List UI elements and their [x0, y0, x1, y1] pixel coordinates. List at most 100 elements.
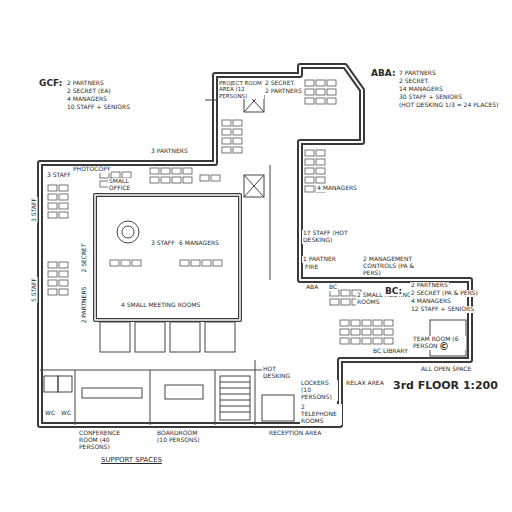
- desk: [384, 329, 393, 335]
- desk: [161, 168, 170, 174]
- room-label: SMALL OFFICE: [108, 178, 140, 192]
- desk: [110, 260, 119, 266]
- desk: [373, 338, 382, 344]
- desk: [305, 98, 314, 104]
- desk: [59, 262, 68, 268]
- room-label: GCF:: [38, 78, 63, 88]
- plan-title: 3rd FLOOR 1:200: [392, 380, 499, 393]
- desk: [183, 177, 192, 183]
- room-label: 2 SECRET (PA & PERS): [410, 290, 479, 297]
- desk: [172, 168, 181, 174]
- desk: [316, 89, 325, 95]
- room-label: BOARDROOM (10 PERSONS): [156, 430, 206, 444]
- desk: [341, 290, 350, 296]
- room-label: HOT DESKING: [262, 366, 298, 380]
- room-label: (HOT DESKING 1/3 = 24 PLACES): [398, 102, 499, 109]
- desk: [172, 177, 181, 183]
- room-label: 7 PARTNERS: [398, 70, 437, 77]
- room-label: 1 PARTNER: [302, 256, 337, 263]
- room-label: CONFERENCE ROOM (40 PERSONS): [78, 430, 136, 451]
- desk: [316, 150, 325, 156]
- desk: [351, 338, 360, 344]
- room-label: RELAX AREA: [345, 380, 385, 387]
- desk: [384, 320, 393, 326]
- room-label: 4 MANAGERS: [66, 96, 108, 103]
- desk: [305, 80, 314, 86]
- room-label: WC: [60, 410, 72, 417]
- desk: [362, 320, 371, 326]
- room-label: 12 STAFF + SENIORS: [410, 306, 475, 313]
- desk: [373, 329, 382, 335]
- desk: [340, 329, 349, 335]
- desk: [327, 80, 336, 86]
- desk: [121, 260, 130, 266]
- room-label: 2 SECRET.: [398, 78, 430, 85]
- room-label: 17 STAFF (HOT DESKING): [302, 230, 350, 244]
- room-label: PROJECT ROOM AREA (12 PERSONS): [218, 80, 264, 99]
- room-label: ABA: [305, 284, 319, 291]
- desk: [213, 260, 222, 266]
- room-label: LOCKERS (10 PERSONS): [300, 380, 338, 401]
- desk: [233, 138, 242, 144]
- desk: [222, 120, 231, 126]
- desk: [373, 320, 382, 326]
- atrium: [95, 195, 240, 320]
- desk: [59, 203, 68, 209]
- desk: [330, 299, 339, 305]
- desk: [340, 338, 349, 344]
- desk: [305, 177, 314, 183]
- desk: [305, 168, 314, 174]
- desk: [48, 271, 57, 277]
- room-label: 4 MANAGERS: [410, 298, 452, 305]
- desk: [59, 185, 68, 191]
- desk: [191, 260, 200, 266]
- room-label: 3 STAFF: [31, 197, 38, 223]
- room-label: 3 STAFF: [150, 240, 176, 247]
- stair: [220, 376, 250, 420]
- lift: [244, 175, 264, 197]
- room-label: RECEPTION AREA: [268, 430, 322, 437]
- meeting-room: [100, 322, 130, 352]
- room-label: 4 MANAGERS: [316, 185, 358, 192]
- room-label: 5 STAFF: [31, 277, 38, 303]
- room-label: PHOTOCOPY: [72, 166, 111, 173]
- boardroom-table: [165, 385, 203, 399]
- desk: [202, 260, 211, 266]
- desk: [211, 175, 220, 181]
- desk: [233, 120, 242, 126]
- desk: [341, 299, 350, 305]
- desk: [59, 271, 68, 277]
- room-label: 4 SMALL MEETING ROOMS: [120, 302, 201, 309]
- room-label: ©: [438, 341, 450, 353]
- desk: [48, 280, 57, 286]
- room-label: 2 PARTNERS: [66, 80, 105, 87]
- desk: [233, 147, 242, 153]
- room-label: WC: [44, 410, 56, 417]
- desk: [183, 168, 192, 174]
- desk: [222, 129, 231, 135]
- room-label: 6 MANAGERS: [178, 240, 220, 247]
- room-label: 2 PARTNERS: [410, 282, 449, 289]
- room-label: 2 PARTNERS: [81, 286, 88, 325]
- room-label: 3 PARTNERS: [150, 148, 189, 155]
- desk: [327, 89, 336, 95]
- desk: [59, 280, 68, 286]
- room-label: ABA:: [370, 68, 397, 78]
- desk: [48, 212, 57, 218]
- telephone-room: [262, 395, 294, 421]
- desk: [305, 150, 314, 156]
- room-label: 14 MANAGERS: [398, 86, 444, 93]
- desk: [59, 212, 68, 218]
- desk: [222, 138, 231, 144]
- desk: [362, 329, 371, 335]
- desk: [161, 177, 170, 183]
- room-label: ALL OPEN SPACE: [420, 366, 472, 373]
- room-label: FIRE: [304, 264, 319, 271]
- room-label: 2 SECRET (EA): [66, 88, 112, 95]
- desk: [48, 194, 57, 200]
- desk: [316, 80, 325, 86]
- desk: [305, 159, 314, 165]
- room-label: 2 SECRET.: [264, 80, 296, 87]
- desk: [316, 168, 325, 174]
- room-label: 2 MANAGEMENT CONTROLS (PA & PERS): [362, 256, 426, 277]
